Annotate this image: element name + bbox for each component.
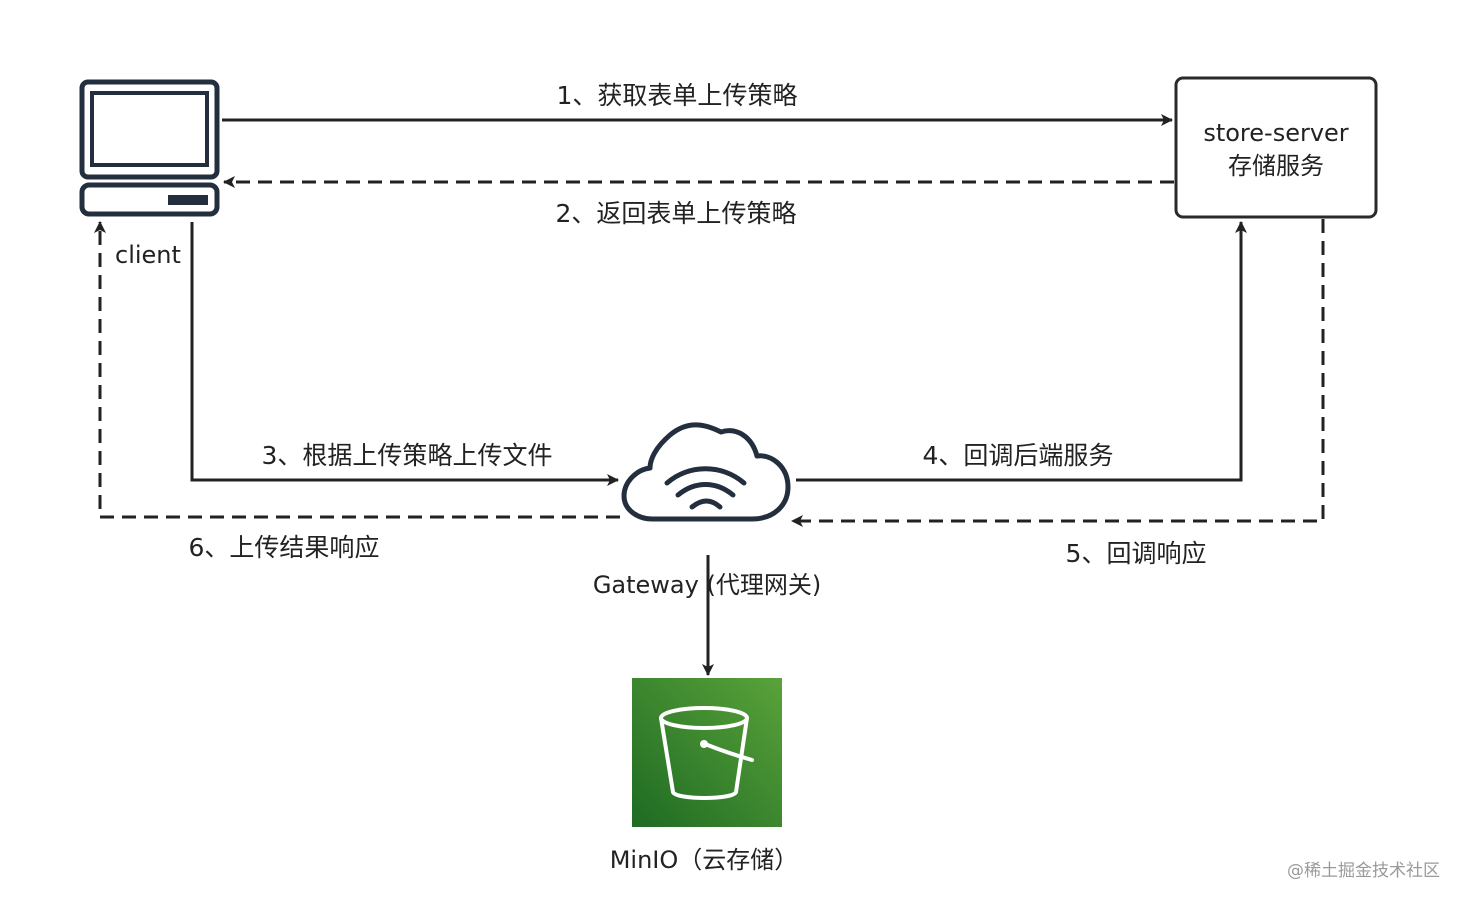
store-server-subtitle: 存储服务 xyxy=(1228,152,1324,180)
step-4-label: 4、回调后端服务 xyxy=(923,441,1114,470)
laptop-icon xyxy=(79,79,220,217)
minio-tile xyxy=(632,678,782,827)
client-label: client xyxy=(115,241,181,269)
step-2-label: 2、返回表单上传策略 xyxy=(556,199,797,228)
step-3-label: 3、根据上传策略上传文件 xyxy=(262,441,553,470)
step-6-label: 6、上传结果响应 xyxy=(189,533,380,562)
step-1-label: 1、获取表单上传策略 xyxy=(557,81,798,110)
step-5-label: 5、回调响应 xyxy=(1066,539,1207,568)
cloud-wifi-icon xyxy=(621,422,791,522)
arrow-step-4 xyxy=(796,221,1247,482)
store-server-title: store-server xyxy=(1203,119,1348,147)
minio-label: MinIO（云存储） xyxy=(610,846,799,874)
arrow-step-3 xyxy=(190,222,619,486)
watermark: @稀土掘金技术社区 xyxy=(1287,861,1440,881)
arrow-step-6 xyxy=(94,221,620,519)
arrow-step-5 xyxy=(791,219,1325,527)
bucket-icon xyxy=(659,706,754,800)
store-server-box xyxy=(1174,76,1378,219)
